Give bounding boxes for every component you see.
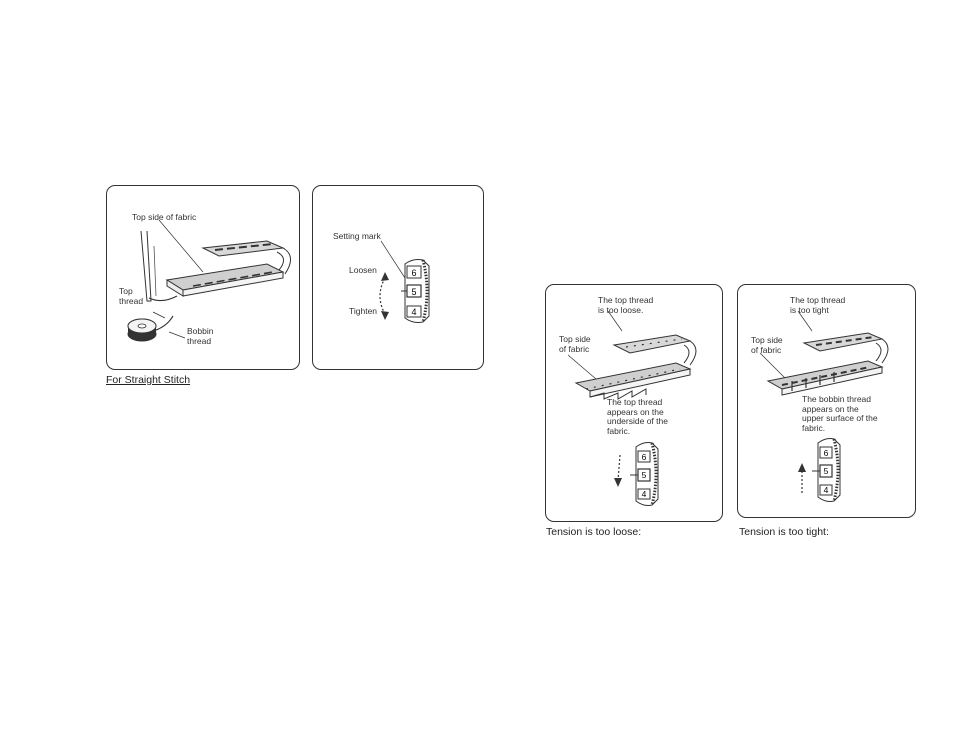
dial-number-4: 4: [824, 485, 829, 495]
tension-dial-panel: 6 5 4 Setting mark Loosen Tighten: [312, 185, 484, 370]
too-tight-description: The bobbin thread appears on the upper s…: [802, 394, 878, 433]
tension-dial-illustration: 6 5 4: [379, 240, 430, 323]
dial-number-4: 4: [642, 489, 647, 499]
dial-number-5: 5: [411, 287, 416, 297]
too-loose-illustration: 6 5 4: [567, 310, 697, 506]
dial-number-6: 6: [824, 448, 829, 458]
caption-for-straight-stitch: For Straight Stitch: [106, 374, 191, 386]
label-bobbin-thread: Bobbin thread: [187, 326, 214, 346]
label-top-thread: Top thread: [119, 286, 144, 306]
label-top-side-of-fabric: Top side of fabric: [559, 334, 591, 354]
label-setting-mark: Setting mark: [333, 231, 381, 241]
label-top-side-of-fabric: Top side of fabric: [751, 335, 783, 355]
too-tight-illustration: 6 5 4: [759, 310, 889, 502]
caption-tension-too-tight: Tension is too tight:: [739, 526, 829, 538]
label-loosen: Loosen: [349, 265, 377, 275]
tension-too-loose-panel: 6 5 4 The top thread is too loose. Top s…: [545, 284, 723, 522]
dial-number-6: 6: [642, 452, 647, 462]
label-top-side-of-fabric: Top side of fabric: [132, 212, 197, 222]
caption-tension-too-loose: Tension is too loose:: [546, 526, 642, 538]
straight-stitch-panel: Top side of fabric Top thread Bobbin thr…: [106, 185, 300, 370]
dial-number-5: 5: [824, 466, 829, 476]
label-tighten: Tighten: [349, 306, 378, 316]
too-loose-heading: The top thread is too loose.: [598, 295, 654, 315]
tension-too-tight-panel: 6 5 4 The top thread is too tight Top si…: [737, 284, 916, 518]
fabric-stitch-illustration: [127, 219, 291, 342]
dial-number-5: 5: [642, 470, 647, 480]
dial-number-6: 6: [411, 268, 416, 278]
too-tight-heading: The top thread is too tight: [790, 295, 846, 315]
dial-number-4: 4: [411, 307, 416, 317]
too-loose-description: The top thread appears on the underside …: [607, 397, 668, 436]
